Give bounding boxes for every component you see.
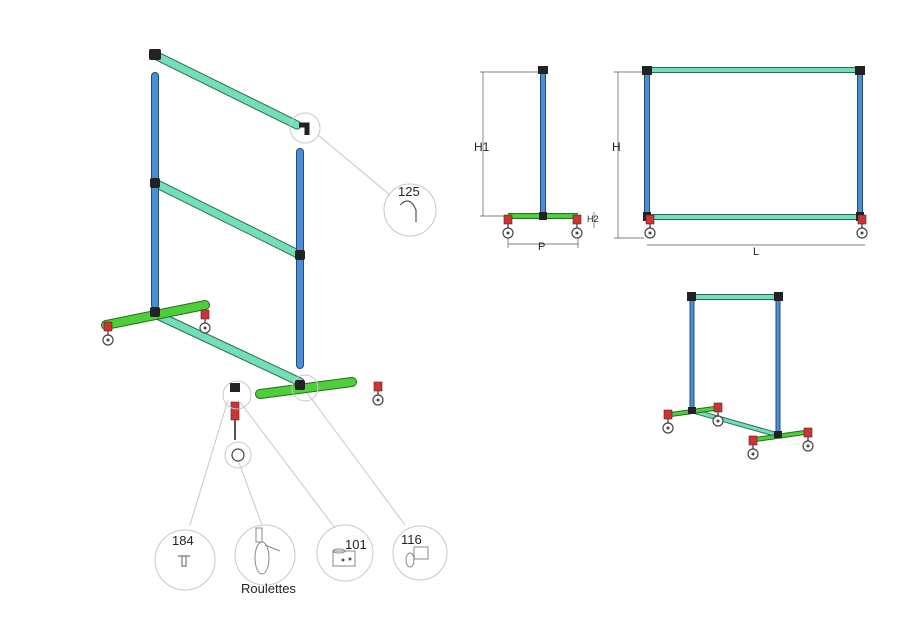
part-125-detail: 125	[383, 183, 437, 237]
caster-icon	[102, 321, 114, 346]
caster-icon	[199, 309, 211, 334]
part-101-label: 101	[345, 537, 367, 552]
callout-lines	[189, 134, 406, 529]
dim-h-label: H	[612, 140, 621, 154]
part-116-detail: 116	[392, 525, 448, 581]
part-roulettes-detail: Roulettes	[234, 524, 296, 596]
dim-h2-label: H2	[587, 214, 599, 224]
pipes	[101, 50, 357, 399]
part-184-label: 184	[172, 533, 194, 548]
callout-circle	[289, 112, 321, 144]
part-116-label: 116	[401, 532, 422, 547]
part-125-label: 125	[398, 184, 420, 199]
joints	[149, 49, 305, 390]
part-184-detail: 184	[154, 529, 216, 591]
exploded-caster	[230, 383, 245, 462]
callout-circle	[222, 380, 252, 410]
elbow-icon	[299, 122, 310, 135]
exploded-view: 125 184 Roulettes 101 116	[101, 49, 448, 596]
part-101-detail: 101	[316, 524, 374, 582]
front-view: H L	[612, 66, 868, 258]
side-view: H1 H2 P	[474, 66, 599, 253]
dim-h1-label: H1	[474, 140, 490, 154]
callout-circle	[291, 374, 319, 402]
part-roulettes-label: Roulettes	[241, 581, 296, 596]
dim-p-label: P	[538, 241, 545, 253]
perspective-view	[662, 292, 814, 460]
caster-icon	[372, 381, 384, 406]
callout-circle	[224, 441, 252, 469]
dim-l-label: L	[753, 246, 759, 258]
